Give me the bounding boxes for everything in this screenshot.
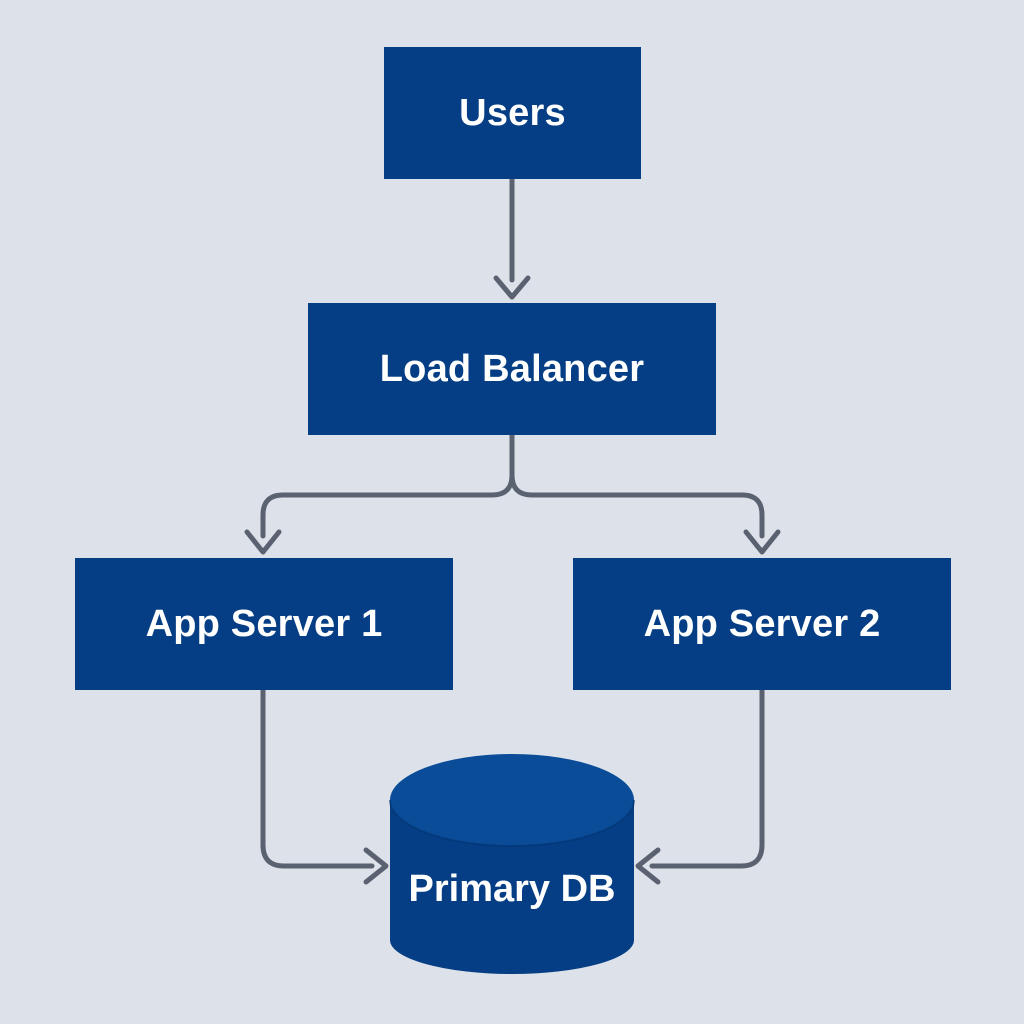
edge-load-balancer-to-app-server-1: [244, 432, 515, 555]
node-load-balancer-label: Load Balancer: [379, 347, 645, 390]
node-load-balancer: Load Balancer: [308, 303, 716, 435]
node-users-label: Users: [459, 91, 566, 134]
edge-app-server-2-to-primary-db: [635, 687, 765, 885]
node-app-server-2-label: App Server 2: [643, 602, 881, 645]
database-top: [390, 754, 634, 846]
node-app-server-2: App Server 2: [573, 558, 951, 690]
edge-app-server-1-to-primary-db: [260, 687, 389, 885]
edge-users-to-load-balancer: [493, 176, 531, 300]
database-cylinder-icon: [389, 754, 635, 974]
node-users: Users: [384, 47, 641, 179]
database-body: [390, 800, 634, 974]
node-app-server-1: App Server 1: [75, 558, 453, 690]
node-app-server-1-label: App Server 1: [145, 602, 383, 645]
edge-load-balancer-to-app-server-2: [509, 432, 781, 555]
node-primary-db-label: Primary DB: [408, 868, 616, 910]
